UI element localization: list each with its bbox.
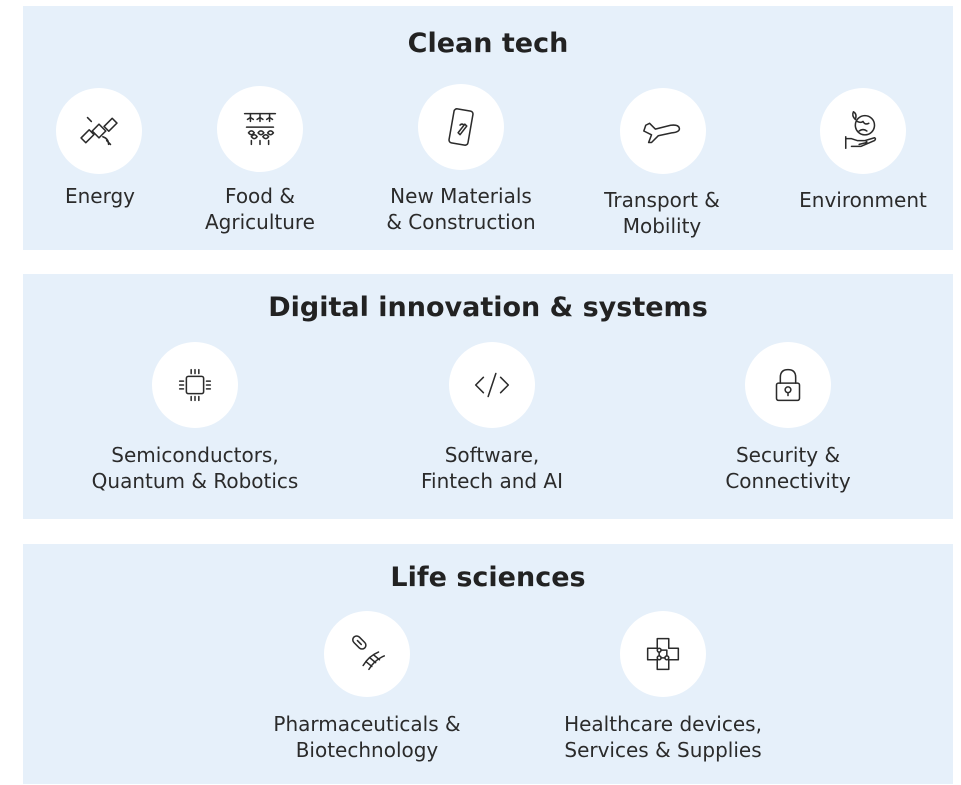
section-title: Digital innovation & systems (268, 292, 708, 323)
label-line2: Quantum & Robotics (91, 469, 299, 493)
label-line2: Connectivity (725, 469, 851, 493)
materials-phone-icon (418, 84, 504, 170)
clean-tech-panel: Clean tech Energy (23, 6, 953, 250)
category-label: Energy (0, 183, 210, 209)
chip-icon (152, 342, 238, 428)
label-line1: Pharmaceuticals & (273, 712, 461, 736)
code-icon (449, 342, 535, 428)
category-label: New Materials & Construction (351, 183, 571, 235)
crops-icon (217, 86, 303, 172)
section-title: Life sciences (390, 562, 586, 593)
category-label: Environment (753, 187, 961, 213)
category-label: Food & Agriculture (150, 183, 370, 235)
airplane-icon (620, 88, 706, 174)
category-label: Healthcare devices, Services & Supplies (553, 711, 773, 763)
label-line2: Services & Supplies (564, 738, 762, 762)
life-sciences-panel: Life sciences Pharmaceuticals & Biotechn… (23, 544, 953, 784)
category-label: Transport & Mobility (552, 187, 772, 239)
category-label: Pharmaceuticals & Biotechnology (257, 711, 477, 763)
satellite-icon (56, 88, 142, 174)
digital-innovation-panel: Digital innovation & systems Semiconduct… (23, 274, 953, 519)
label-line1: New Materials (390, 184, 532, 208)
label-line1: Food & (225, 184, 295, 208)
label-line2: & Construction (386, 210, 536, 234)
label-line1: Healthcare devices, (564, 712, 762, 736)
label-line1: Energy (64, 184, 136, 208)
label-line1: Transport & (604, 188, 720, 212)
pill-dna-icon (324, 611, 410, 697)
section-title: Clean tech (407, 28, 569, 59)
medical-cross-circuit-icon (620, 611, 706, 697)
category-label: Software, Fintech and AI (382, 442, 602, 494)
label-line2: Agriculture (205, 210, 315, 234)
label-line2: Mobility (622, 214, 702, 238)
category-label: Semiconductors, Quantum & Robotics (85, 442, 305, 494)
label-line1: Semiconductors, (111, 443, 279, 467)
category-label: Security & Connectivity (678, 442, 898, 494)
label-line1: Environment (799, 188, 927, 212)
globe-hand-icon (820, 88, 906, 174)
label-line2: Fintech and AI (420, 469, 564, 493)
padlock-icon (745, 342, 831, 428)
label-line2: Biotechnology (295, 738, 439, 762)
label-line1: Security & (735, 443, 841, 467)
label-line1: Software, (444, 443, 540, 467)
